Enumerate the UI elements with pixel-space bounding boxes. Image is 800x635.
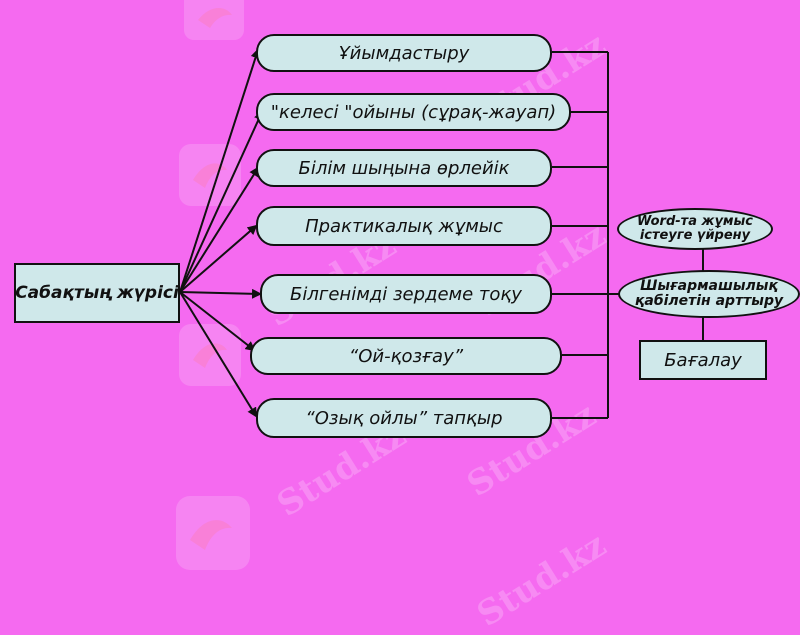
word-skill-line2: істеуге үйрену	[639, 228, 751, 243]
branch-node-7: “Озық ойлы” тапқыр	[256, 398, 552, 438]
arrow-to-branch-7	[179, 291, 258, 418]
branch-node-6: “Ой-қозғау”	[250, 337, 562, 375]
creativity-line2: қабілетін арттыру	[634, 293, 784, 309]
arrow-to-branch-5	[179, 288, 262, 299]
center-node-label: Сабақтың жүрісі	[15, 283, 179, 303]
branch-node-label: “Ой-қозғау”	[348, 345, 464, 367]
branch-node-label: Білім шыңына өрлейік	[298, 157, 510, 179]
assessment-label: Бағалау	[664, 349, 742, 371]
branch-node-3: Білім шыңына өрлейік	[256, 149, 552, 187]
creativity-node: Шығармашылық қабілетін арттыру	[618, 270, 800, 318]
branch-node-5: Білгенімді зердеме тоқу	[260, 274, 552, 314]
branch-node-label: Білгенімді зердеме тоқу	[290, 283, 522, 305]
branch-node-1: Ұйымдастыру	[256, 34, 552, 72]
arrow-to-branch-6	[179, 291, 256, 352]
arrow-to-branch-4	[179, 224, 258, 293]
arrow-to-branch-3	[179, 166, 260, 293]
branch-node-4: Практикалық жұмыс	[256, 206, 552, 246]
branch-node-2: "келесі "ойыны (сұрақ-жауап)	[256, 93, 571, 131]
word-skill-node: Word-та жұмыс істеуге үйрену	[617, 208, 773, 250]
center-node: Сабақтың жүрісі	[14, 263, 180, 323]
branch-node-label: "келесі "ойыны (сұрақ-жауап)	[270, 101, 557, 123]
assessment-node: Бағалау	[639, 340, 767, 380]
branch-node-label: “Озық ойлы” тапқыр	[305, 407, 503, 429]
creativity-line1: Шығармашылық	[640, 278, 778, 295]
diagram-canvas: Stud.kz Stud.kz Stud.kz Stud.kz Stud.kz …	[14, 0, 800, 635]
arrow-to-branch-1	[179, 48, 261, 293]
branch-node-label: Практикалық жұмыс	[305, 215, 503, 237]
connector-lines	[179, 48, 704, 419]
branch-node-label: Ұйымдастыру	[338, 42, 470, 64]
arrow-to-branch-2	[179, 110, 264, 293]
word-skill-line1: Word-та жұмыс	[636, 214, 753, 230]
